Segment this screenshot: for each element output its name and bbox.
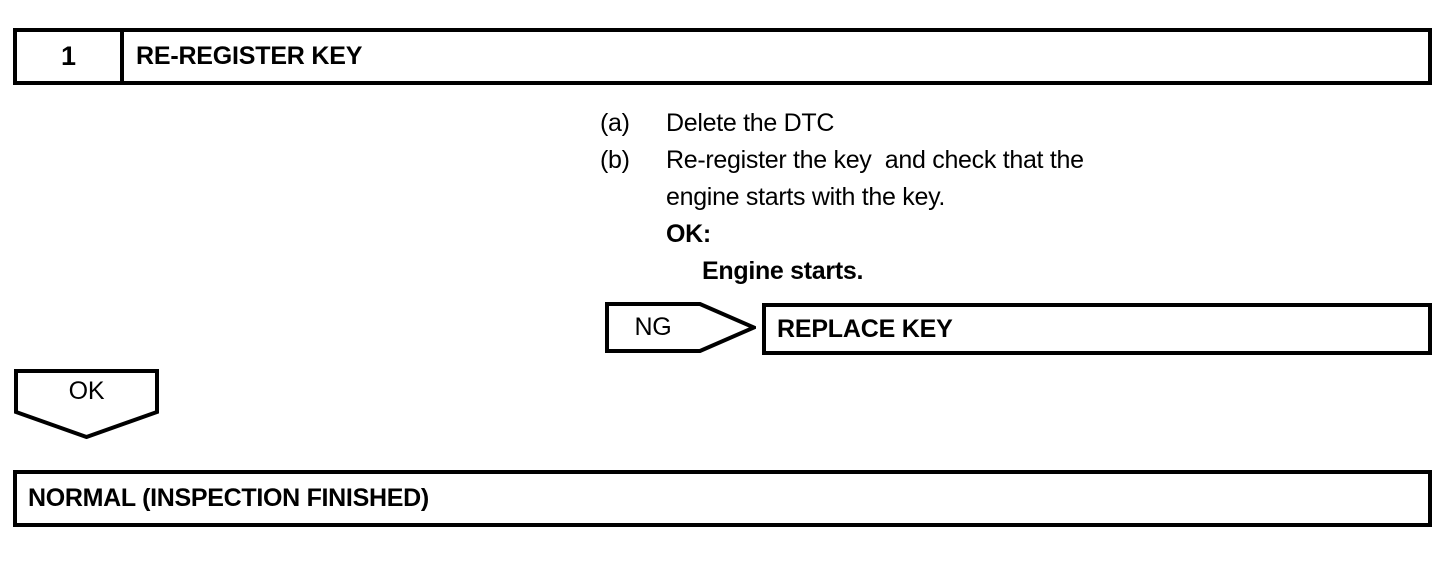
instruction-item-b: (b) Re-register the key and check that t…	[600, 143, 1240, 180]
ok-branch-arrow: OK	[14, 369, 159, 439]
ng-branch-arrow: NG	[605, 302, 756, 353]
replace-key-box: REPLACE KEY	[762, 303, 1432, 355]
instruction-marker-b: (b)	[600, 146, 630, 174]
step-title: RE-REGISTER KEY	[136, 42, 363, 70]
normal-result-box: NORMAL (INSPECTION FINISHED)	[13, 470, 1432, 527]
instruction-item-b-cont: engine starts with the key.	[600, 180, 1240, 217]
ok-criteria-label: OK:	[666, 220, 711, 248]
step-header-bar: 1 RE-REGISTER KEY	[13, 28, 1432, 85]
instruction-ok-criteria-heading: OK:	[600, 217, 1240, 254]
instruction-text-b-continued: engine starts with the key.	[666, 183, 946, 211]
ok-arrow-icon	[14, 369, 159, 439]
ng-branch-label: NG	[634, 313, 672, 341]
instruction-text-b: Re-register the key and check that the	[666, 146, 1084, 174]
step-number-cell: 1	[17, 32, 124, 81]
instruction-text-a: Delete the DTC	[666, 109, 835, 137]
instruction-marker-a: (a)	[600, 109, 630, 137]
ok-branch-label: OK	[68, 376, 105, 405]
instruction-item-a: (a) Delete the DTC	[600, 106, 1240, 143]
replace-key-label: REPLACE KEY	[777, 314, 953, 343]
instruction-block: (a) Delete the DTC (b) Re-register the k…	[600, 106, 1240, 291]
instruction-ok-criteria-value: Engine starts.	[600, 254, 1240, 291]
ng-arrow-icon	[605, 302, 756, 353]
step-number: 1	[60, 41, 77, 71]
ok-criteria-value: Engine starts.	[702, 257, 864, 285]
normal-result-label: NORMAL (INSPECTION FINISHED)	[28, 484, 429, 512]
step-title-cell: RE-REGISTER KEY	[124, 32, 1428, 81]
